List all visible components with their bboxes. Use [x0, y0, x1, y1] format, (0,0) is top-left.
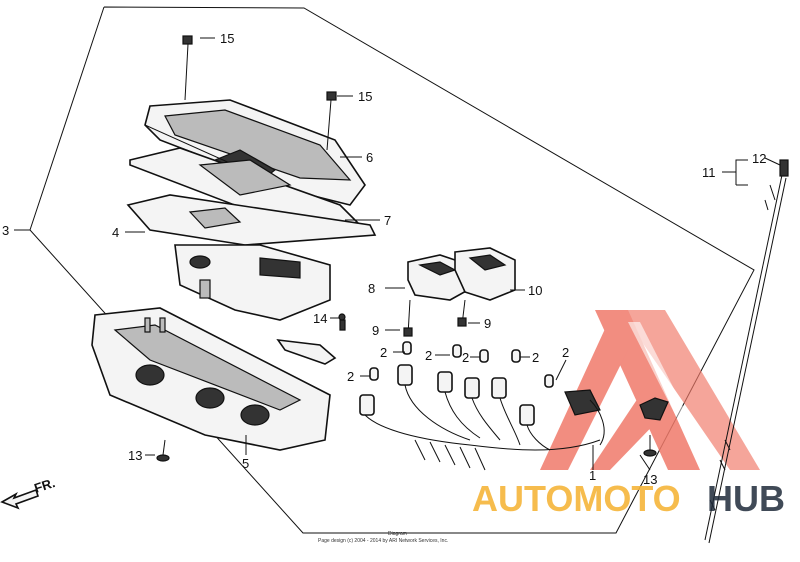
callout-8: 8	[368, 281, 375, 296]
copyright-footer: Diagram Page design (c) 2004 - 2014 by A…	[318, 531, 448, 544]
callout-13-a: 13	[128, 448, 142, 463]
copyright-line-1: Diagram	[388, 531, 407, 537]
screw-part-15-a	[182, 35, 193, 101]
front-direction-label: FR.	[32, 475, 57, 496]
callout-5: 5	[242, 456, 249, 471]
callout-9-b: 9	[484, 316, 491, 331]
screw-part-13-b	[643, 435, 657, 457]
screw-part-9-a	[403, 299, 413, 337]
callout-leaders	[125, 37, 781, 471]
wire-harness-part-1	[359, 364, 605, 471]
copyright-line-2: Page design (c) 2004 - 2014 by ARI Netwo…	[318, 538, 448, 544]
callout-15-b: 15	[358, 89, 372, 104]
callout-15-a: 15	[220, 31, 234, 46]
screw-part-15-b	[326, 91, 337, 151]
callout-labels: 15 15 6 7 3 4 8 10 14 9 9 2 2 2 2 2 2 13…	[2, 31, 766, 487]
callout-9-a: 9	[372, 323, 379, 338]
callout-1: 1	[589, 468, 596, 483]
callout-2-c: 2	[462, 350, 469, 365]
callout-3: 3	[2, 223, 9, 238]
callout-13-b: 13	[643, 472, 657, 487]
bulb-part-2-group	[369, 341, 554, 388]
watermark-text-part1: AUTOMOTO	[472, 478, 681, 519]
screw-part-9-b	[457, 299, 467, 327]
rubber-cap	[639, 397, 669, 421]
callout-2-e: 2	[562, 345, 569, 360]
callout-2-d: 2	[532, 350, 539, 365]
callout-14: 14	[313, 311, 327, 326]
callout-2-f: 2	[347, 369, 354, 384]
callout-2-a: 2	[380, 345, 387, 360]
front-direction-arrow: FR.	[0, 475, 57, 510]
face-plate-part-4	[126, 194, 377, 246]
diagram-frame	[14, 6, 755, 534]
lower-case-part-5	[91, 307, 331, 451]
callout-2-b: 2	[425, 348, 432, 363]
callout-4: 4	[112, 225, 119, 240]
bracket-part-14	[276, 313, 346, 365]
speedometer-cable-part-11	[704, 159, 789, 544]
indicator-housing-part-10	[454, 247, 516, 301]
callout-12: 12	[752, 151, 766, 166]
watermark-text-part2: HUB	[707, 478, 785, 519]
screw-part-13-a	[156, 439, 170, 462]
callout-7: 7	[384, 213, 391, 228]
watermark-wordmark: AUTOMOTO HUB	[472, 478, 785, 519]
callout-10: 10	[528, 283, 542, 298]
callout-11: 11	[702, 165, 716, 180]
callout-6: 6	[366, 150, 373, 165]
meter-mechanism	[174, 244, 331, 321]
